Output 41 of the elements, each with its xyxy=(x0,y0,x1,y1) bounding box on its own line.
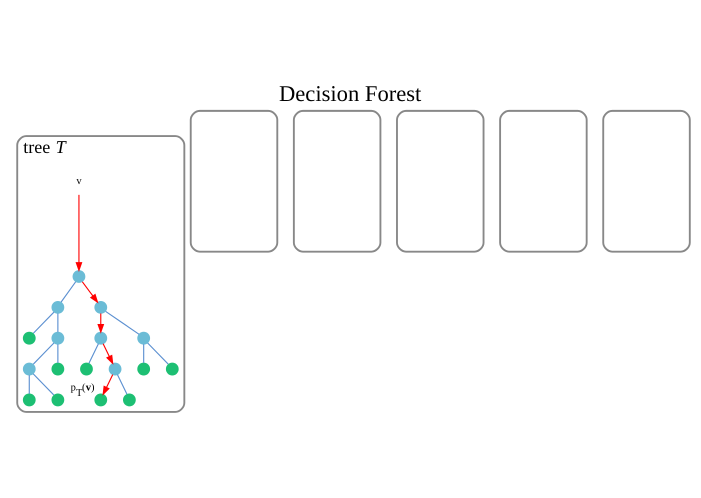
node-circle xyxy=(22,394,36,406)
connector xyxy=(88,344,99,364)
node-circle xyxy=(108,362,122,376)
node-circle xyxy=(122,394,136,406)
arrow xyxy=(102,374,114,396)
arrow xyxy=(102,344,114,365)
arrow xyxy=(97,313,104,334)
arrow xyxy=(76,194,82,272)
connector xyxy=(147,342,169,364)
connector xyxy=(28,375,30,394)
node-circle xyxy=(51,300,64,314)
connector xyxy=(32,312,54,334)
connector xyxy=(105,310,140,335)
node-text: v xyxy=(76,176,82,188)
connector xyxy=(33,342,54,364)
connector xyxy=(116,374,128,394)
node-circle xyxy=(51,362,64,376)
node-circle xyxy=(22,332,36,345)
node-circle xyxy=(94,300,108,314)
connector xyxy=(60,281,76,302)
node-box xyxy=(602,110,691,253)
node-box xyxy=(396,110,484,253)
node-circle xyxy=(94,332,108,345)
connector xyxy=(57,313,58,332)
diagram-title: Decision Forest xyxy=(278,81,422,106)
node-circle xyxy=(166,362,179,376)
node-circle xyxy=(80,362,93,376)
node-box xyxy=(499,110,588,253)
node-circle xyxy=(51,332,64,345)
node-box xyxy=(190,110,278,253)
node-circle xyxy=(137,362,150,376)
node-circle xyxy=(22,362,36,376)
node-circle xyxy=(51,394,64,406)
connector xyxy=(32,374,54,396)
arrow xyxy=(82,281,98,304)
node-box xyxy=(292,110,382,253)
node-circle xyxy=(94,394,108,406)
node-circle xyxy=(137,332,150,345)
connector xyxy=(57,344,58,363)
node-circle xyxy=(72,270,86,283)
connector xyxy=(143,344,144,363)
